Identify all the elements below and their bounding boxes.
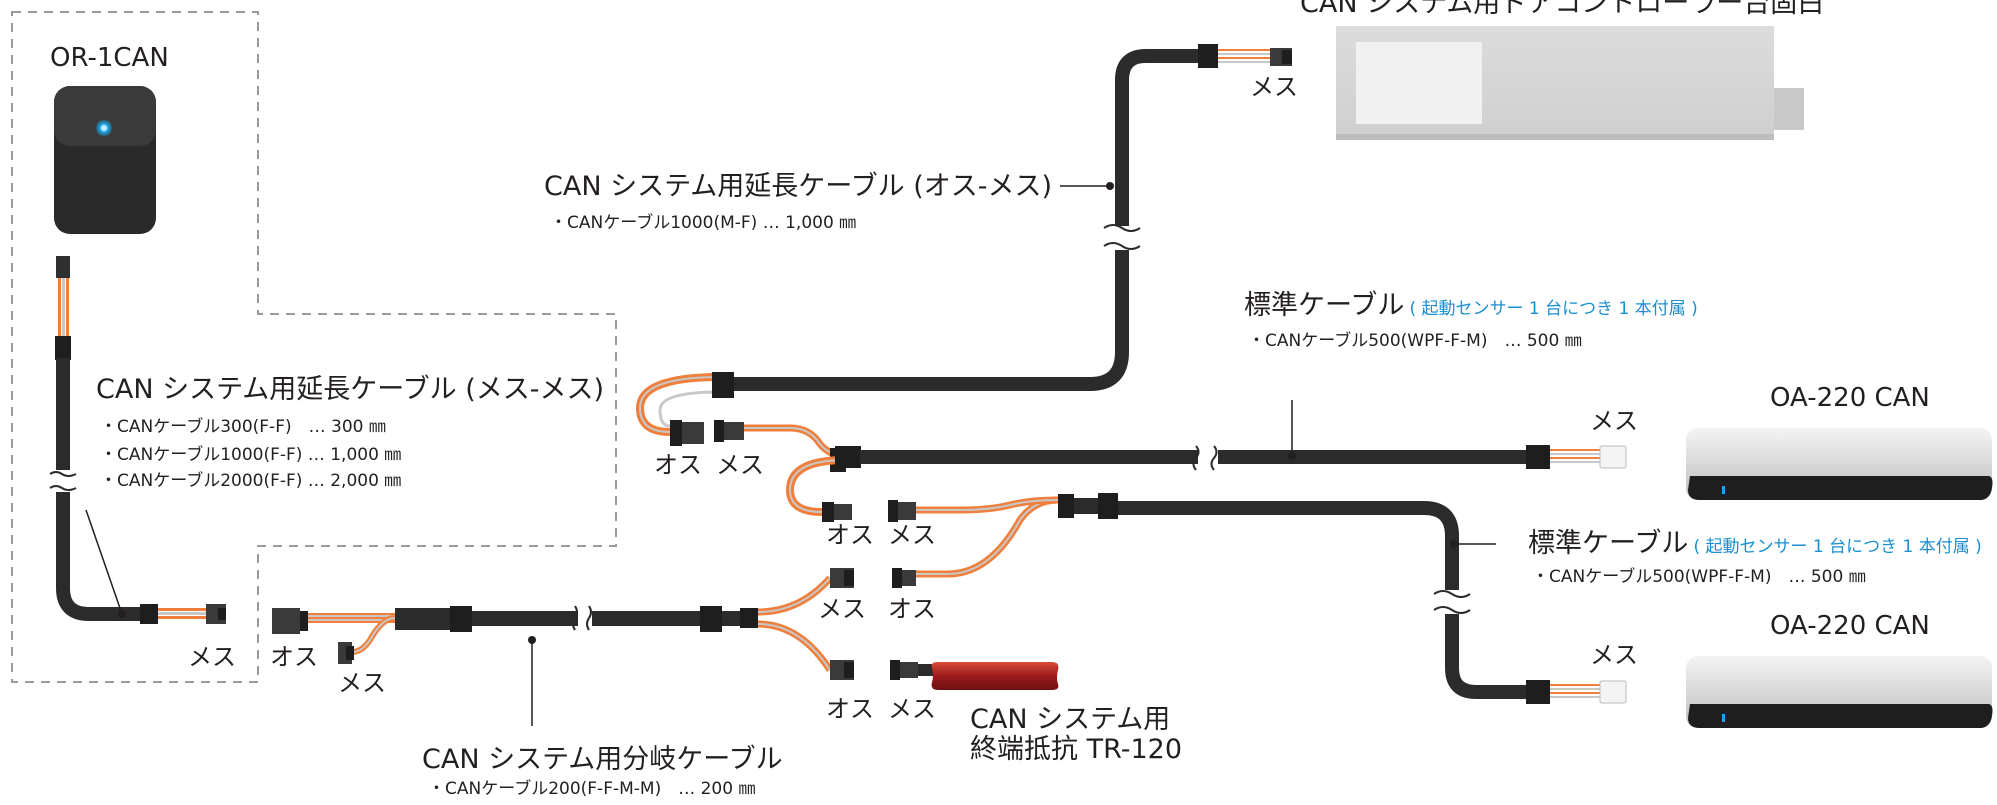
std-bottom-note: ( 起動センサー 1 台につき 1 本付属 ) (1693, 537, 1982, 557)
oa220-bottom-label: OA-220 CAN (1770, 611, 1930, 641)
std-top-spec: ・CANケーブル500(WPF-F-M) … 500 ㎜ (1248, 331, 1582, 351)
conn-label-male-mid: オス (826, 521, 874, 549)
ext-mm-spec-1: ・CANケーブル300(F-F) … 300 ㎜ (100, 417, 386, 437)
conn-label-male-branch-in: オス (270, 643, 318, 671)
door-controller (1336, 26, 1804, 140)
ext-om-title: CAN システム用延長ケーブル (オス-メス) (544, 171, 1053, 202)
std-bottom-title: 標準ケーブル (1528, 528, 1689, 559)
branch-title: CAN システム用分岐ケーブル (422, 744, 783, 775)
std-top-title: 標準ケーブル (1244, 290, 1405, 321)
std-cable-top (835, 444, 1627, 471)
std-bottom-title-row: 標準ケーブル ( 起動センサー 1 台につき 1 本付属 ) (1528, 528, 1982, 559)
conn-label-male-branch-down: オス (826, 695, 874, 723)
terminator-tr120 (890, 660, 1059, 690)
conn-label-female-oa-bottom: メス (1590, 641, 1638, 669)
or1can-pigtail (55, 256, 71, 360)
conn-label-male-controller-cable: メス (1250, 73, 1298, 101)
conn-label-female-ormain: メス (188, 643, 236, 671)
controller-label: CAN システム用ドアコントローラー台固白 (1300, 0, 1825, 19)
conn-label-male-upper: オス (654, 451, 702, 479)
conn-label-female-branch-in: メス (338, 669, 386, 697)
ext-cable-mm (56, 358, 140, 621)
conn-label-female-terminator: メス (888, 695, 936, 723)
ext-cable-om (712, 44, 1292, 398)
oa220-top-label: OA-220 CAN (1770, 383, 1930, 413)
std-bottom-spec: ・CANケーブル500(WPF-F-M) … 500 ㎜ (1532, 567, 1866, 587)
branch-cable (272, 568, 854, 680)
dashed-group-border (11, 11, 617, 683)
ext-mm-title: CAN システム用延長ケーブル (メス-メス) (96, 374, 605, 405)
upper-split (635, 373, 1118, 522)
oa220-bottom-device (1686, 656, 1993, 728)
ext-cable-mm-end (140, 604, 226, 624)
conn-label-female-upper: メス (716, 451, 764, 479)
conn-label-female-branch-up: メス (818, 595, 866, 623)
std-cable-bottom (1118, 501, 1627, 704)
or1can-device (54, 86, 156, 234)
ext-mm-spec-3: ・CANケーブル2000(F-F) … 2,000 ㎜ (100, 471, 402, 491)
branch-spec: ・CANケーブル200(F-F-M-M) … 200 ㎜ (428, 779, 756, 799)
conn-label-male-branch-up: オス (888, 595, 936, 623)
ext-om-spec: ・CANケーブル1000(M-F) … 1,000 ㎜ (550, 213, 857, 233)
ext-mm-spec-2: ・CANケーブル1000(F-F) … 1,000 ㎜ (100, 445, 402, 465)
or1can-label: OR-1CAN (50, 43, 169, 73)
std-top-note: ( 起動センサー 1 台につき 1 本付属 ) (1409, 299, 1698, 319)
oa220-top-device (1686, 428, 1993, 500)
conn-label-female-mid: メス (888, 521, 936, 549)
conn-label-female-oa-top: メス (1590, 407, 1638, 435)
terminator-label-line2: 終端抵抗 TR-120 (970, 734, 1183, 765)
std-top-title-row: 標準ケーブル ( 起動センサー 1 台につき 1 本付属 ) (1244, 290, 1698, 321)
terminator-label-line1: CAN システム用 (970, 704, 1171, 735)
